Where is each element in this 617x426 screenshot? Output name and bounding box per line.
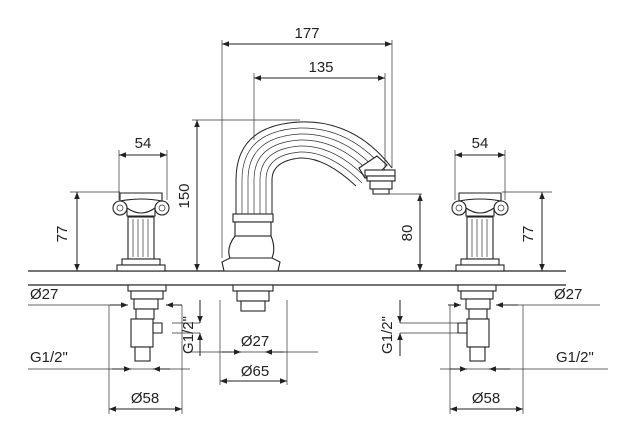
dim-center-right-thread: G1/2" [379,316,396,354]
right-handle-body [451,192,509,272]
dim-center-shank-dia: Ø27 [241,333,269,350]
dim-center-base-dia: Ø65 [241,363,269,380]
dim-right-thread: G1/2" [556,349,594,366]
dim-center-left-thread: G1/2" [180,316,197,354]
dim-overall-width: 177 [294,25,319,42]
right-underside [457,284,497,362]
dim-left-thread: G1/2" [30,349,68,366]
dim-left-shank-dia: Ø27 [30,286,58,303]
dim-handle-height-left: 77 [54,226,71,243]
dim-spout-height: 150 [176,183,193,208]
left-handle-body [112,192,170,272]
center-underside [232,284,274,312]
dim-right-flange-dia: Ø58 [472,390,500,407]
dim-left-flange-dia: Ø58 [131,390,159,407]
dim-handle-width-right: 54 [472,135,489,152]
dim-right-shank-dia: Ø27 [554,286,582,303]
dim-handle-width-left: 54 [135,135,152,152]
spout-body [221,121,396,272]
dim-outlet-height: 80 [399,225,416,242]
left-underside [127,284,167,362]
dim-spout-reach: 135 [308,59,333,76]
dimension-lines [28,41,608,412]
countertop [28,270,566,286]
dimension-labels: 177 135 54 54 150 77 77 80 Ø27 Ø27 G1/2"… [30,25,594,407]
dim-handle-height-right: 77 [520,226,537,243]
